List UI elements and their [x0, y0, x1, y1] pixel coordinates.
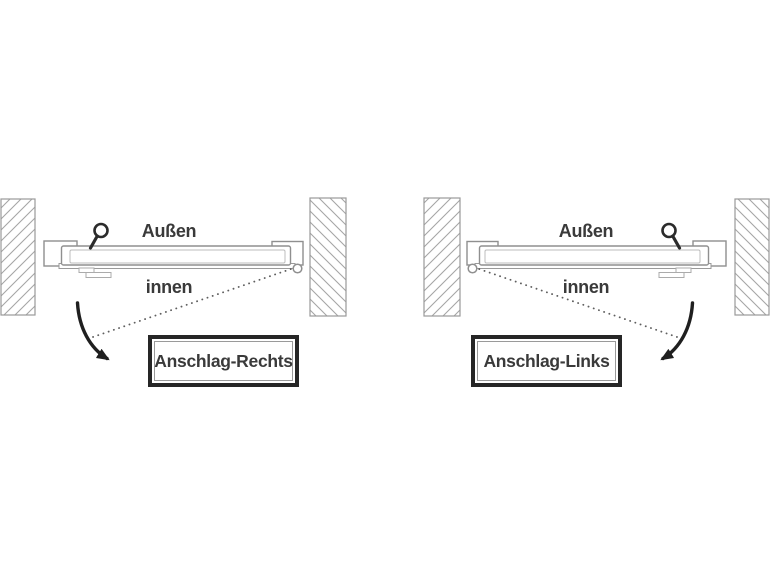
outside-label-right: Außen — [558, 221, 614, 241]
anschlag-rechts-label: Anschlag-Rechts — [154, 350, 293, 371]
hinge-pivot-icon — [292, 263, 303, 274]
inside-label-right: innen — [562, 277, 610, 297]
inside-label-left: innen — [145, 277, 193, 297]
door-leaf-outline — [60, 245, 292, 266]
anschlag-links-label: Anschlag-Links — [483, 350, 610, 371]
anschlag-rechts-box: Anschlag-Rechts — [148, 335, 299, 387]
latch-bracket-inner — [85, 272, 112, 278]
door-swing-arrow — [75, 301, 110, 361]
door-handle-stem — [88, 234, 99, 250]
anschlag-rechts-box-inner: Anschlag-Rechts — [154, 341, 293, 381]
door-swing-dotted-line — [92, 268, 292, 338]
door-leaf-panel-line — [69, 249, 286, 264]
wall-right-hatched — [309, 197, 347, 317]
door-handle-knob-icon — [93, 222, 109, 239]
diagram-anschlag-rechts — [0, 197, 347, 361]
anschlag-links-box-inner: Anschlag-Links — [477, 341, 616, 381]
outside-label-left: Außen — [141, 221, 197, 241]
wall-left-hatched — [0, 198, 36, 316]
anschlag-links-box: Anschlag-Links — [471, 335, 622, 387]
latch-bracket-outer — [78, 267, 95, 273]
